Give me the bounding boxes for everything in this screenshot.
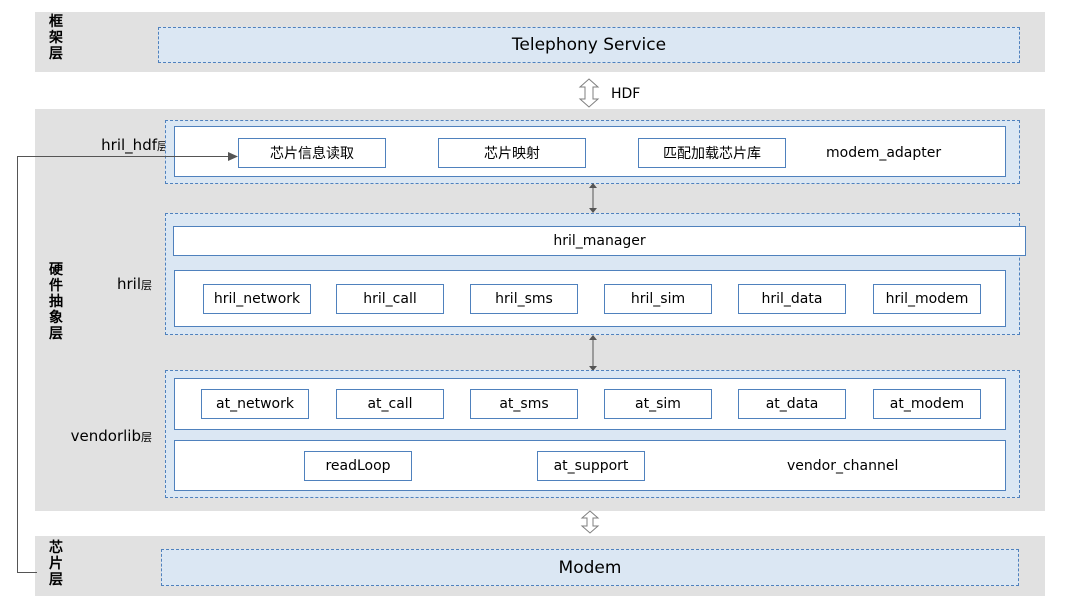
- at-sms-module: at_sms: [470, 389, 578, 419]
- modem-label: Modem: [558, 557, 622, 578]
- hril-call-module: hril_call: [336, 284, 444, 314]
- hril-data-module: hril_data: [738, 284, 846, 314]
- hdf-to-hril-arrow-icon: [589, 183, 597, 213]
- hdf-label: HDF: [611, 86, 641, 102]
- hril-network-module: hril_network: [203, 284, 311, 314]
- connector-arrowhead-icon: [228, 152, 238, 161]
- vendorlib-layer-label: vendorlib层: [70, 427, 152, 445]
- at-support-module: at_support: [537, 451, 645, 481]
- at-network-module: at_network: [201, 389, 309, 419]
- hril-manager-bar: hril_manager: [173, 226, 1026, 256]
- hdf-double-arrow-icon: [578, 78, 600, 108]
- match-load-chip-lib-module: 匹配加载芯片库: [638, 138, 786, 168]
- chip-mapping-module: 芯片映射: [438, 138, 586, 168]
- vendorlib-at-modules-inner: [174, 378, 1006, 430]
- hril-to-vendorlib-arrow-icon: [589, 335, 597, 371]
- chip-layer-label: 芯片层: [49, 540, 63, 588]
- hril-hdf-layer-label: hril_hdf层: [101, 136, 168, 154]
- connector-bottom-line: [17, 572, 37, 573]
- modem-adapter-label: modem_adapter: [826, 145, 942, 161]
- hal-layer-label: 硬件抽象层: [49, 262, 63, 342]
- at-sim-module: at_sim: [604, 389, 712, 419]
- framework-layer-label: 框架层: [49, 14, 63, 62]
- hril-sms-module: hril_sms: [470, 284, 578, 314]
- hril-modules-inner: [174, 270, 1006, 327]
- vendorlib-to-modem-arrow-icon: [580, 510, 600, 534]
- hril-modem-module: hril_modem: [873, 284, 981, 314]
- readloop-module: readLoop: [304, 451, 412, 481]
- connector-vertical-line: [17, 156, 18, 572]
- telephony-service-label: Telephony Service: [511, 35, 667, 55]
- vendor-channel-label: vendor_channel: [787, 458, 899, 474]
- connector-top-line: [17, 156, 231, 157]
- telephony-service-box: Telephony Service: [158, 27, 1020, 63]
- hril-sim-module: hril_sim: [604, 284, 712, 314]
- modem-box: Modem: [161, 549, 1019, 586]
- chip-info-read-module: 芯片信息读取: [238, 138, 386, 168]
- at-data-module: at_data: [738, 389, 846, 419]
- at-modem-module: at_modem: [873, 389, 981, 419]
- hril-layer-label: hril层: [116, 275, 152, 293]
- at-call-module: at_call: [336, 389, 444, 419]
